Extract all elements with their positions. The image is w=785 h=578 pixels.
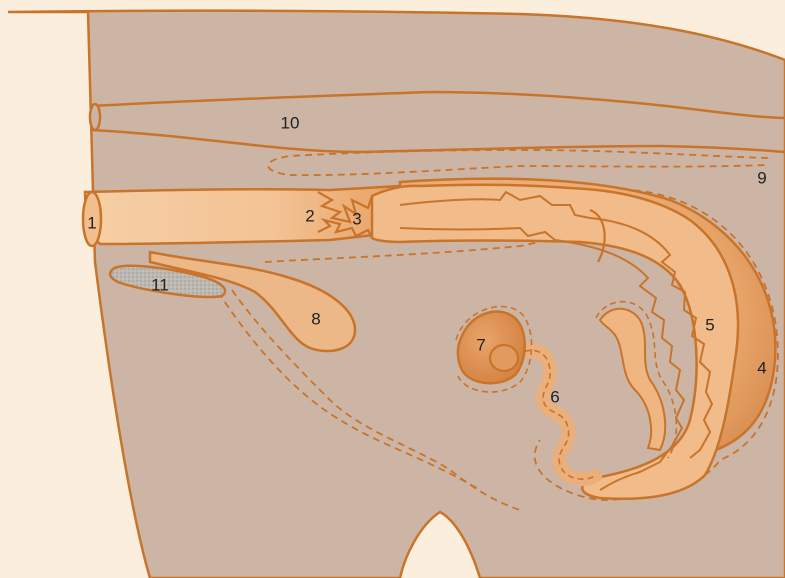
label-11: 11 [151, 277, 169, 294]
label-10: 10 [281, 115, 300, 132]
label-6: 6 [550, 389, 559, 406]
upper-left-region [0, 0, 10, 58]
label-8: 8 [311, 311, 320, 328]
label-7: 7 [476, 337, 485, 354]
label-2: 2 [305, 208, 314, 225]
label-5: 5 [705, 317, 714, 334]
label-3: 3 [352, 211, 361, 228]
label-1: 1 [87, 215, 96, 232]
label-9: 9 [757, 170, 766, 187]
label-4: 4 [757, 360, 766, 377]
anus [90, 104, 100, 130]
ovary-follicle [490, 345, 518, 371]
